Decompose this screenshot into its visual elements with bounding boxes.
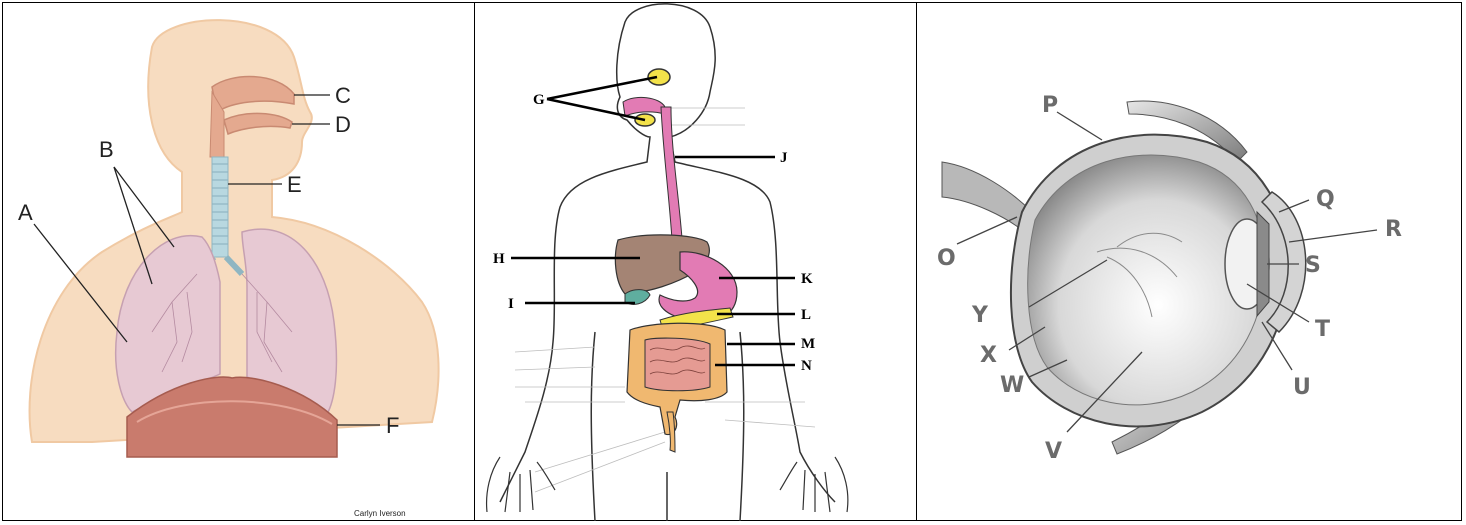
label-g: G — [533, 92, 545, 108]
label-p: P — [1042, 93, 1058, 118]
label-b: B — [99, 137, 114, 162]
label-o: O — [937, 246, 956, 271]
label-y: Y — [971, 303, 989, 328]
label-m: M — [801, 336, 815, 352]
label-h: H — [493, 251, 505, 267]
label-x: X — [980, 343, 997, 368]
mouth — [623, 97, 665, 116]
label-n: N — [801, 358, 812, 374]
label-l: L — [801, 307, 811, 323]
digestive-diagram: G J H I K L M N — [475, 2, 916, 521]
label-w: W — [1000, 373, 1024, 398]
left-hand — [487, 457, 555, 512]
label-r: R — [1385, 217, 1402, 242]
label-u: U — [1293, 375, 1311, 400]
image-credit: Carlyn Iverson — [354, 509, 406, 518]
digestive-diagram-panel: G J H I K L M N — [474, 2, 916, 521]
label-k: K — [801, 271, 813, 287]
label-j: J — [780, 150, 788, 166]
label-f: F — [386, 413, 399, 438]
respiratory-diagram-panel: C D E B A F Carlyn Iverson — [2, 2, 473, 521]
label-e: E — [287, 172, 302, 197]
eye-diagram: P O Q R S T U Y X W V — [917, 2, 1463, 521]
label-d: D — [335, 112, 351, 137]
small-intestine — [645, 338, 710, 391]
label-c: C — [335, 83, 351, 108]
eye-diagram-panel: P O Q R S T U Y X W V — [916, 2, 1463, 521]
label-v: V — [1045, 439, 1062, 464]
label-i: I — [508, 296, 514, 312]
respiratory-diagram: C D E B A F Carlyn Iverson — [2, 2, 473, 521]
label-s: S — [1305, 253, 1321, 278]
right-hand — [780, 457, 848, 512]
label-a: A — [18, 200, 33, 225]
label-q: Q — [1316, 187, 1335, 212]
label-t: T — [1315, 317, 1330, 342]
esophagus — [661, 107, 683, 254]
